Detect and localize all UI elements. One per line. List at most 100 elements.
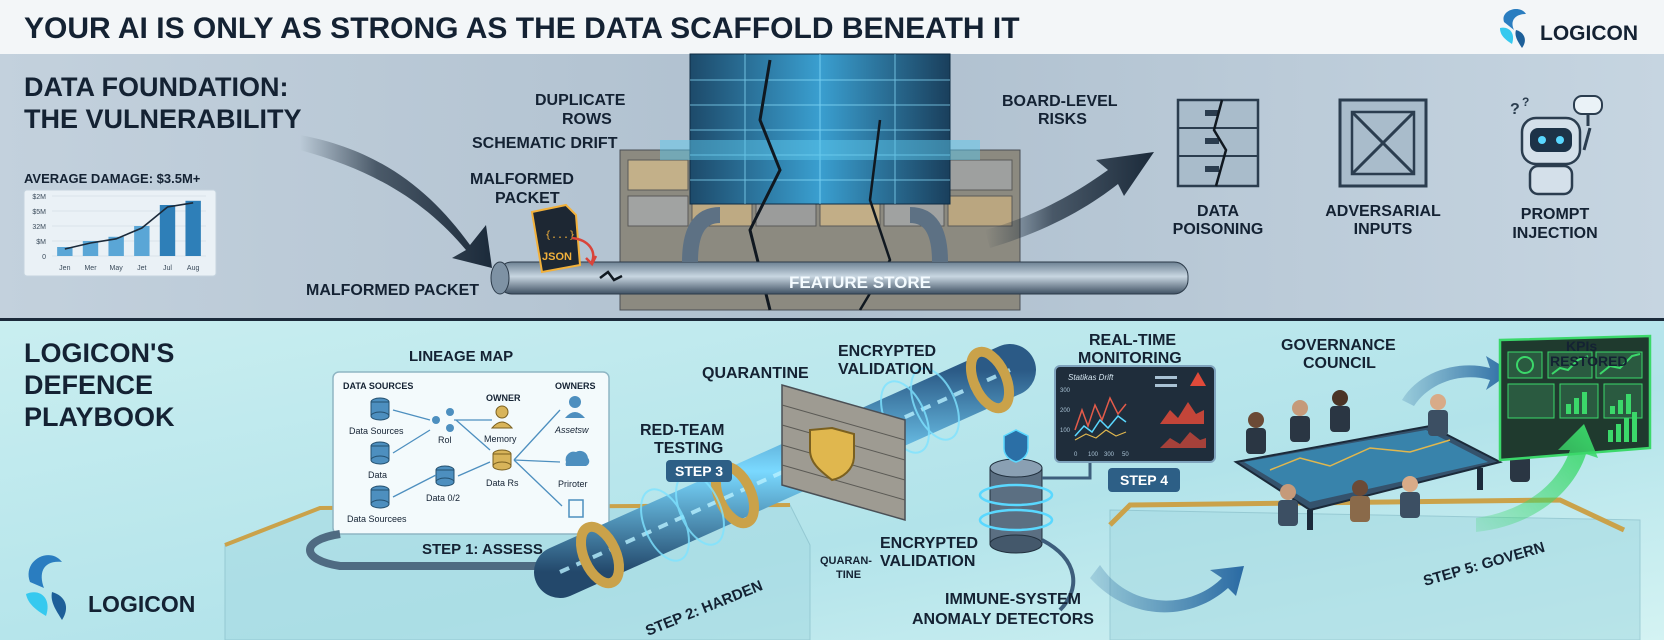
enc-val-top-line2: VALIDATION <box>838 361 933 378</box>
json-label: JSON <box>542 251 572 263</box>
src2-label: Data <box>368 470 387 480</box>
red-team-line2: TESTING <box>654 440 723 457</box>
src3-label: Data Sourcees <box>347 514 407 524</box>
roi-label: Rol <box>438 435 452 445</box>
playbook-title-line2: DEFENCE <box>24 370 153 400</box>
monitor-x-1: 0 <box>1074 452 1078 458</box>
document-icon <box>568 499 584 518</box>
duplicate-rows-line2: ROWS <box>562 111 612 128</box>
council-members <box>1246 390 1530 526</box>
mini-chart-month-label: Jul <box>163 265 172 272</box>
risk-adversarial-inputs: ADVERSARIAL INPUTS <box>1325 98 1441 238</box>
enc-val-bot-line1: ENCRYPTED <box>880 535 978 552</box>
monitor-tick-2: 200 <box>1060 408 1071 414</box>
cracked-cabinet-icon <box>1176 98 1260 188</box>
data02-label: Data 0/2 <box>426 493 460 503</box>
section-title-line1: DATA FOUNDATION: <box>24 72 288 102</box>
section-title-line2: THE VULNERABILITY <box>24 104 302 134</box>
governance-line2: COUNCIL <box>1303 355 1376 372</box>
board-level-line1: BOARD-LEVEL <box>1002 93 1118 110</box>
risk-prompt-injection: ? ? PROMPT INJECTION <box>1510 95 1603 242</box>
risk-label-line2: INPUTS <box>1354 221 1413 238</box>
logicon-logo-icon <box>26 555 67 620</box>
immune-line2: ANOMALY DETECTORS <box>912 611 1094 628</box>
duplicate-rows-line1: DUPLICATE <box>535 92 626 109</box>
kpi-up-arrow <box>1476 424 1598 532</box>
monitor-x-3: 300 <box>1104 452 1115 458</box>
tower-glow-band <box>660 140 980 160</box>
malformed-packet-label: MALFORMED PACKET <box>306 282 479 299</box>
risk-label-line1: PROMPT <box>1521 206 1590 223</box>
lineage-cable <box>306 530 560 570</box>
shield-icon <box>809 426 855 482</box>
step1-label: STEP 1: ASSESS <box>422 541 543 558</box>
enc-val-top-line1: ENCRYPTED <box>838 343 936 360</box>
realtime-monitor: Statikas Drift 300 200 100 0 100 300 50 <box>1054 365 1216 463</box>
memory-label: Memory <box>484 434 517 444</box>
mini-chart-month-label: Jen <box>59 265 70 272</box>
mini-chart-bar <box>159 205 176 256</box>
mini-chart-month-label: Mer <box>84 265 97 272</box>
mini-chart-bar <box>82 241 99 256</box>
mini-chart-month-label: Jet <box>137 265 146 272</box>
page-title: YOUR AI IS ONLY AS STRONG AS THE DATA SC… <box>24 12 1020 45</box>
realtime-line2: MONITORING <box>1078 350 1182 367</box>
malformed-line2: PACKET <box>495 190 560 207</box>
risk-label-line2: INJECTION <box>1512 225 1597 242</box>
red-team-line1: RED-TEAM <box>640 422 724 439</box>
step3-badge <box>666 460 732 482</box>
svg-text:?: ? <box>1510 101 1520 118</box>
enc-val-bot-line2: VALIDATION <box>880 553 975 570</box>
step3-label: STEP 3 <box>675 463 723 479</box>
json-braces: {...} <box>545 230 575 241</box>
brand-name: LOGICON <box>88 591 195 617</box>
lineage-map: DATA SOURCES OWNER OWNERS Data Sources <box>332 371 610 535</box>
monitor-x-4: 50 <box>1122 452 1129 458</box>
lineage-map-title: LINEAGE MAP <box>409 348 513 365</box>
incoming-arrow <box>300 135 492 268</box>
playbook-title-line1: LOGICON'S <box>24 338 174 368</box>
step4-badge <box>1108 468 1180 492</box>
schematic-drift-label: SCHEMATIC DRIFT <box>472 135 618 152</box>
monitor-tick-3: 100 <box>1060 428 1071 434</box>
mini-chart-month-label: May <box>110 265 124 272</box>
anomaly-detector-server <box>978 429 1092 612</box>
json-file-icon: {...} JSON <box>530 203 598 274</box>
monitor-yellow-series <box>1074 429 1127 441</box>
svg-text:?: ? <box>1522 95 1529 109</box>
monitor-title: Statikas Drift <box>1068 373 1114 382</box>
kpis-line2: RESTORED <box>1550 353 1628 369</box>
mini-chart-month-label: Aug <box>187 265 200 272</box>
mini-chart-bar <box>185 200 201 256</box>
quarantine-label: QUARANTINE <box>702 365 809 382</box>
mini-chart-x-labels: Jen Mer May Jet Jul Aug <box>59 265 199 272</box>
mini-chart-bar <box>134 226 150 256</box>
robot-icon: ? ? <box>1510 95 1603 196</box>
assessw-label: Assetsw <box>554 425 589 435</box>
board-level-line2: RISKS <box>1038 111 1087 128</box>
owner-header: OWNER <box>486 393 521 403</box>
outgoing-arrow <box>985 152 1154 248</box>
section-divider <box>0 318 1664 321</box>
mini-chart-bar <box>57 247 73 256</box>
mini-chart-y-tick: $5M <box>32 209 46 216</box>
monitor-x-2: 100 <box>1088 452 1099 458</box>
data-rs-label: Data Rs <box>486 478 519 488</box>
mini-chart-y-tick: 0 <box>42 254 46 261</box>
mini-chart-bar <box>108 236 124 256</box>
risk-label-line1: ADVERSARIAL <box>1325 203 1441 220</box>
average-damage-label: AVERAGE DAMAGE: $3.5M+ <box>24 171 201 186</box>
mini-chart-bars <box>57 200 201 256</box>
step4-label: STEP 4 <box>1120 472 1168 488</box>
malformed-line1: MALFORMED <box>470 171 574 188</box>
src1-label: Data Sources <box>349 426 404 436</box>
right-platform <box>1109 509 1641 640</box>
quaran-line2: TINE <box>836 569 861 581</box>
header-bar <box>0 0 1664 54</box>
owners-header: OWNERS <box>555 381 596 391</box>
header-logo: LOGICON <box>1500 8 1638 48</box>
monitor-tick-1: 300 <box>1060 388 1071 394</box>
